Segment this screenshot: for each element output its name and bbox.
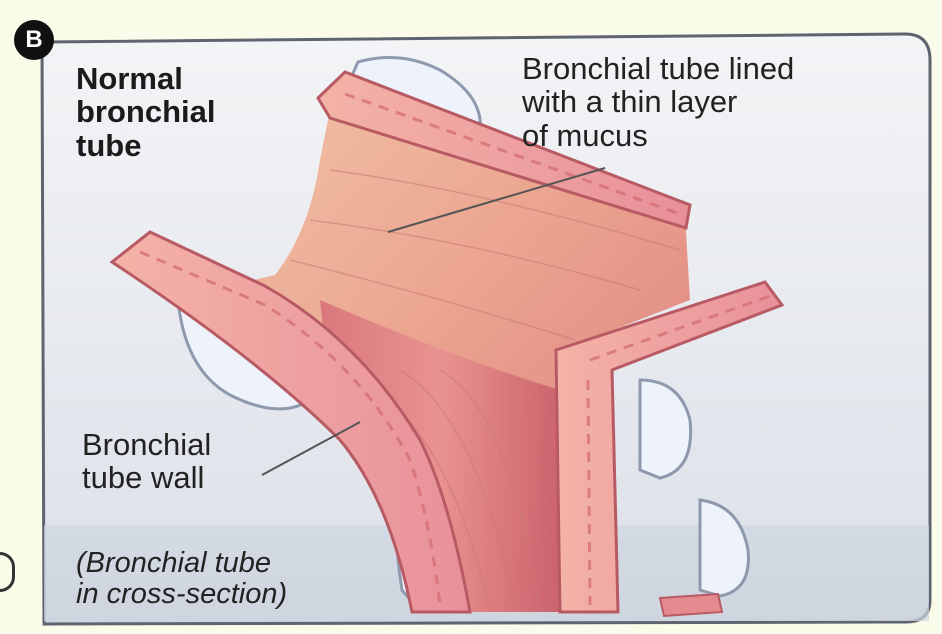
panel-letter-badge: B [14, 20, 54, 60]
normal-bronchial-tube-title: Normal bronchial tube [76, 62, 216, 162]
tube-end-cap [660, 594, 722, 616]
tube-wall-label: Bronchial tube wall [82, 428, 211, 495]
mucus-lining-label: Bronchial tube lined with a thin layer o… [522, 52, 794, 152]
cross-section-caption: (Bronchial tube in cross-section) [76, 548, 287, 611]
